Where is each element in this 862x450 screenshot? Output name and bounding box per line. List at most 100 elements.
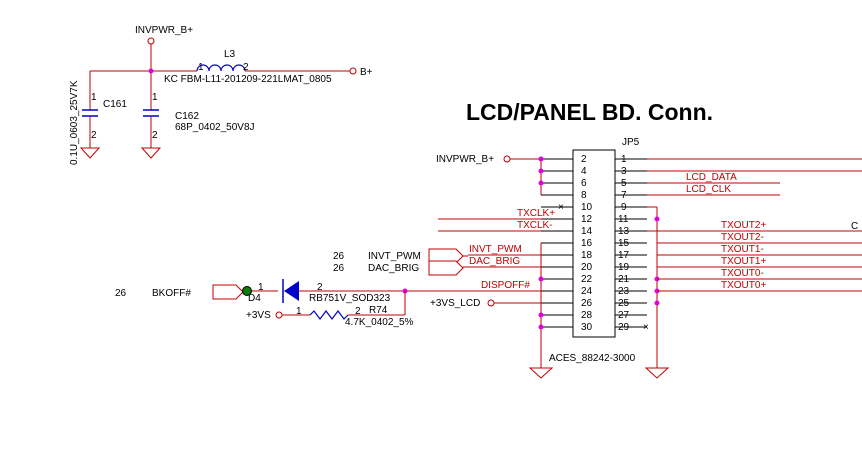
pin-number: 8: [581, 190, 587, 201]
sheet-title: LCD/PANEL BD. Conn.: [466, 99, 713, 125]
invpwr-conn-port[interactable]: [503, 155, 511, 163]
pin-number: 1: [621, 154, 627, 165]
pin-number: 18: [581, 250, 593, 261]
pin-number: 14: [581, 226, 593, 237]
pin-number: 12: [581, 214, 593, 225]
txclk-minus-label: TXCLK-: [517, 220, 553, 231]
dac-brig-offpage-label: DAC_BRIG: [368, 263, 419, 274]
invpwr-filter-section: INVPWR_B+ L3 1 2 KC FBM-L11-201209-221LM…: [69, 25, 373, 165]
invt-pwm-offpage-label: INVT_PWM: [368, 251, 421, 262]
pin-number: 26: [581, 298, 593, 309]
pin-number: 29: [618, 322, 630, 333]
resistor-icon: [309, 310, 349, 320]
c161-value: 0.1U_0603_25V7K: [69, 80, 80, 165]
pin-number: 27: [618, 310, 630, 321]
pin-number: 19: [618, 262, 630, 273]
connector-body: [572, 149, 616, 338]
vs-3v-label: +3VS: [246, 310, 271, 321]
inductor-pin1: 1: [198, 62, 204, 73]
c162-ref: C162: [175, 111, 199, 122]
resistor-value: 4.7K_0402_5%: [345, 317, 414, 328]
offpage-connector-icon: [428, 260, 464, 276]
nc-mark-icon: ×: [643, 322, 649, 333]
pin-number: 11: [618, 214, 629, 225]
test-point-icon: [242, 286, 252, 296]
inductor-pin2: 2: [243, 62, 249, 73]
txout2-plus-label: TXOUT2+: [721, 220, 766, 231]
c162-pin1: 1: [152, 92, 158, 103]
ground-icon: [528, 367, 554, 379]
b-plus-port[interactable]: [349, 67, 357, 75]
dac-brig-sheet: 26: [333, 263, 345, 274]
dispoff-label: DISPOFF#: [481, 280, 530, 291]
connector-ref: JP5: [622, 137, 640, 148]
txout1-minus-label: TXOUT1-: [721, 244, 764, 255]
invpwr-top-port[interactable]: [147, 37, 155, 45]
diode-pin1: 1: [258, 282, 264, 293]
vs-lcd-label: +3VS_LCD: [430, 298, 480, 309]
left-nets: INVPWR_B+ × TXCLK+ TXCLK- 26 INVT_PWM IN…: [333, 154, 564, 379]
pin-number: 30: [581, 322, 593, 333]
lcd-data-label: LCD_DATA: [686, 172, 737, 183]
txout1-plus-label: TXOUT1+: [721, 256, 766, 267]
pin-number: 28: [581, 310, 593, 321]
right-nets: LCD_DATA LCD_CLK × TXOUT2+ TXOUT2- TXOUT…: [643, 158, 862, 379]
nc-mark-icon: ×: [558, 202, 564, 213]
pin-number: 4: [581, 166, 587, 177]
pin-number: 5: [621, 178, 627, 189]
c161-pin2: 2: [91, 130, 97, 141]
inductor-value: KC FBM-L11-201209-221LMAT_0805: [164, 74, 332, 85]
c162-value: 68P_0402_50V8J: [175, 122, 255, 133]
pin-number: 9: [621, 202, 627, 213]
diode-pin2: 2: [317, 282, 323, 293]
vs-lcd-port[interactable]: [487, 299, 495, 307]
ground-icon: [79, 147, 101, 159]
resistor-pin2: 2: [355, 306, 361, 317]
invt-pwm-sheet: 26: [333, 251, 345, 262]
pin-number: 17: [618, 250, 630, 261]
txout0-plus-label: TXOUT0+: [721, 280, 766, 291]
invpwr-conn-label: INVPWR_B+: [436, 154, 494, 165]
pin-number: 25: [618, 298, 630, 309]
connector-part: ACES_88242-3000: [549, 353, 636, 364]
txout2-minus-label: TXOUT2-: [721, 232, 764, 243]
diode-icon: [284, 281, 299, 301]
invpwr-top-label: INVPWR_B+: [135, 25, 193, 36]
lcd-clk-label: LCD_CLK: [686, 184, 731, 195]
bkoff-offpage-label: BKOFF#: [152, 288, 191, 299]
c162-pin2: 2: [152, 130, 158, 141]
pin-number: 21: [618, 274, 630, 285]
vs-3v-port[interactable]: [275, 311, 283, 319]
pin-number: 13: [618, 226, 630, 237]
pin-number: 16: [581, 238, 593, 249]
pin-number: 23: [618, 286, 630, 297]
txclk-plus-label: TXCLK+: [517, 208, 555, 219]
pin-number: 10: [581, 202, 593, 213]
pin-number: 22: [581, 274, 593, 285]
b-plus-label: B+: [360, 67, 373, 78]
ground-icon: [644, 367, 670, 379]
pin-number: 7: [621, 190, 627, 201]
capacitor-c162: 1 2 C162 68P_0402_50V8J: [140, 92, 255, 159]
dac-brig-net-label: DAC_BRIG: [469, 256, 520, 267]
bkoff-sheet: 26: [115, 288, 127, 299]
resistor-r74: +3VS 1 2 R74 4.7K_0402_5%: [246, 291, 414, 328]
inductor-l3: L3 1 2 KC FBM-L11-201209-221LMAT_0805: [164, 49, 350, 85]
ground-icon: [140, 147, 162, 159]
diode-value: RB751V_SOD323: [309, 293, 391, 304]
connector-jp5: JP5 ACES_88242-3000: [541, 137, 647, 364]
pin-number: 24: [581, 286, 593, 297]
c161-pin1: 1: [91, 92, 97, 103]
resistor-ref: R74: [369, 305, 388, 316]
junction-dot: [148, 68, 154, 74]
inductor-ref: L3: [224, 49, 236, 60]
capacitor-c161: 1 2 C161 0.1U_0603_25V7K: [69, 80, 127, 165]
inductor-coil-icon: [196, 64, 246, 72]
pin-number: 3: [621, 166, 627, 177]
offpage-connector-icon: [212, 284, 244, 300]
invt-pwm-net-label: INVT_PWM: [469, 244, 522, 255]
c161-ref: C161: [103, 99, 127, 110]
diode-ref: D4: [248, 293, 261, 304]
pin-number: 2: [581, 154, 587, 165]
